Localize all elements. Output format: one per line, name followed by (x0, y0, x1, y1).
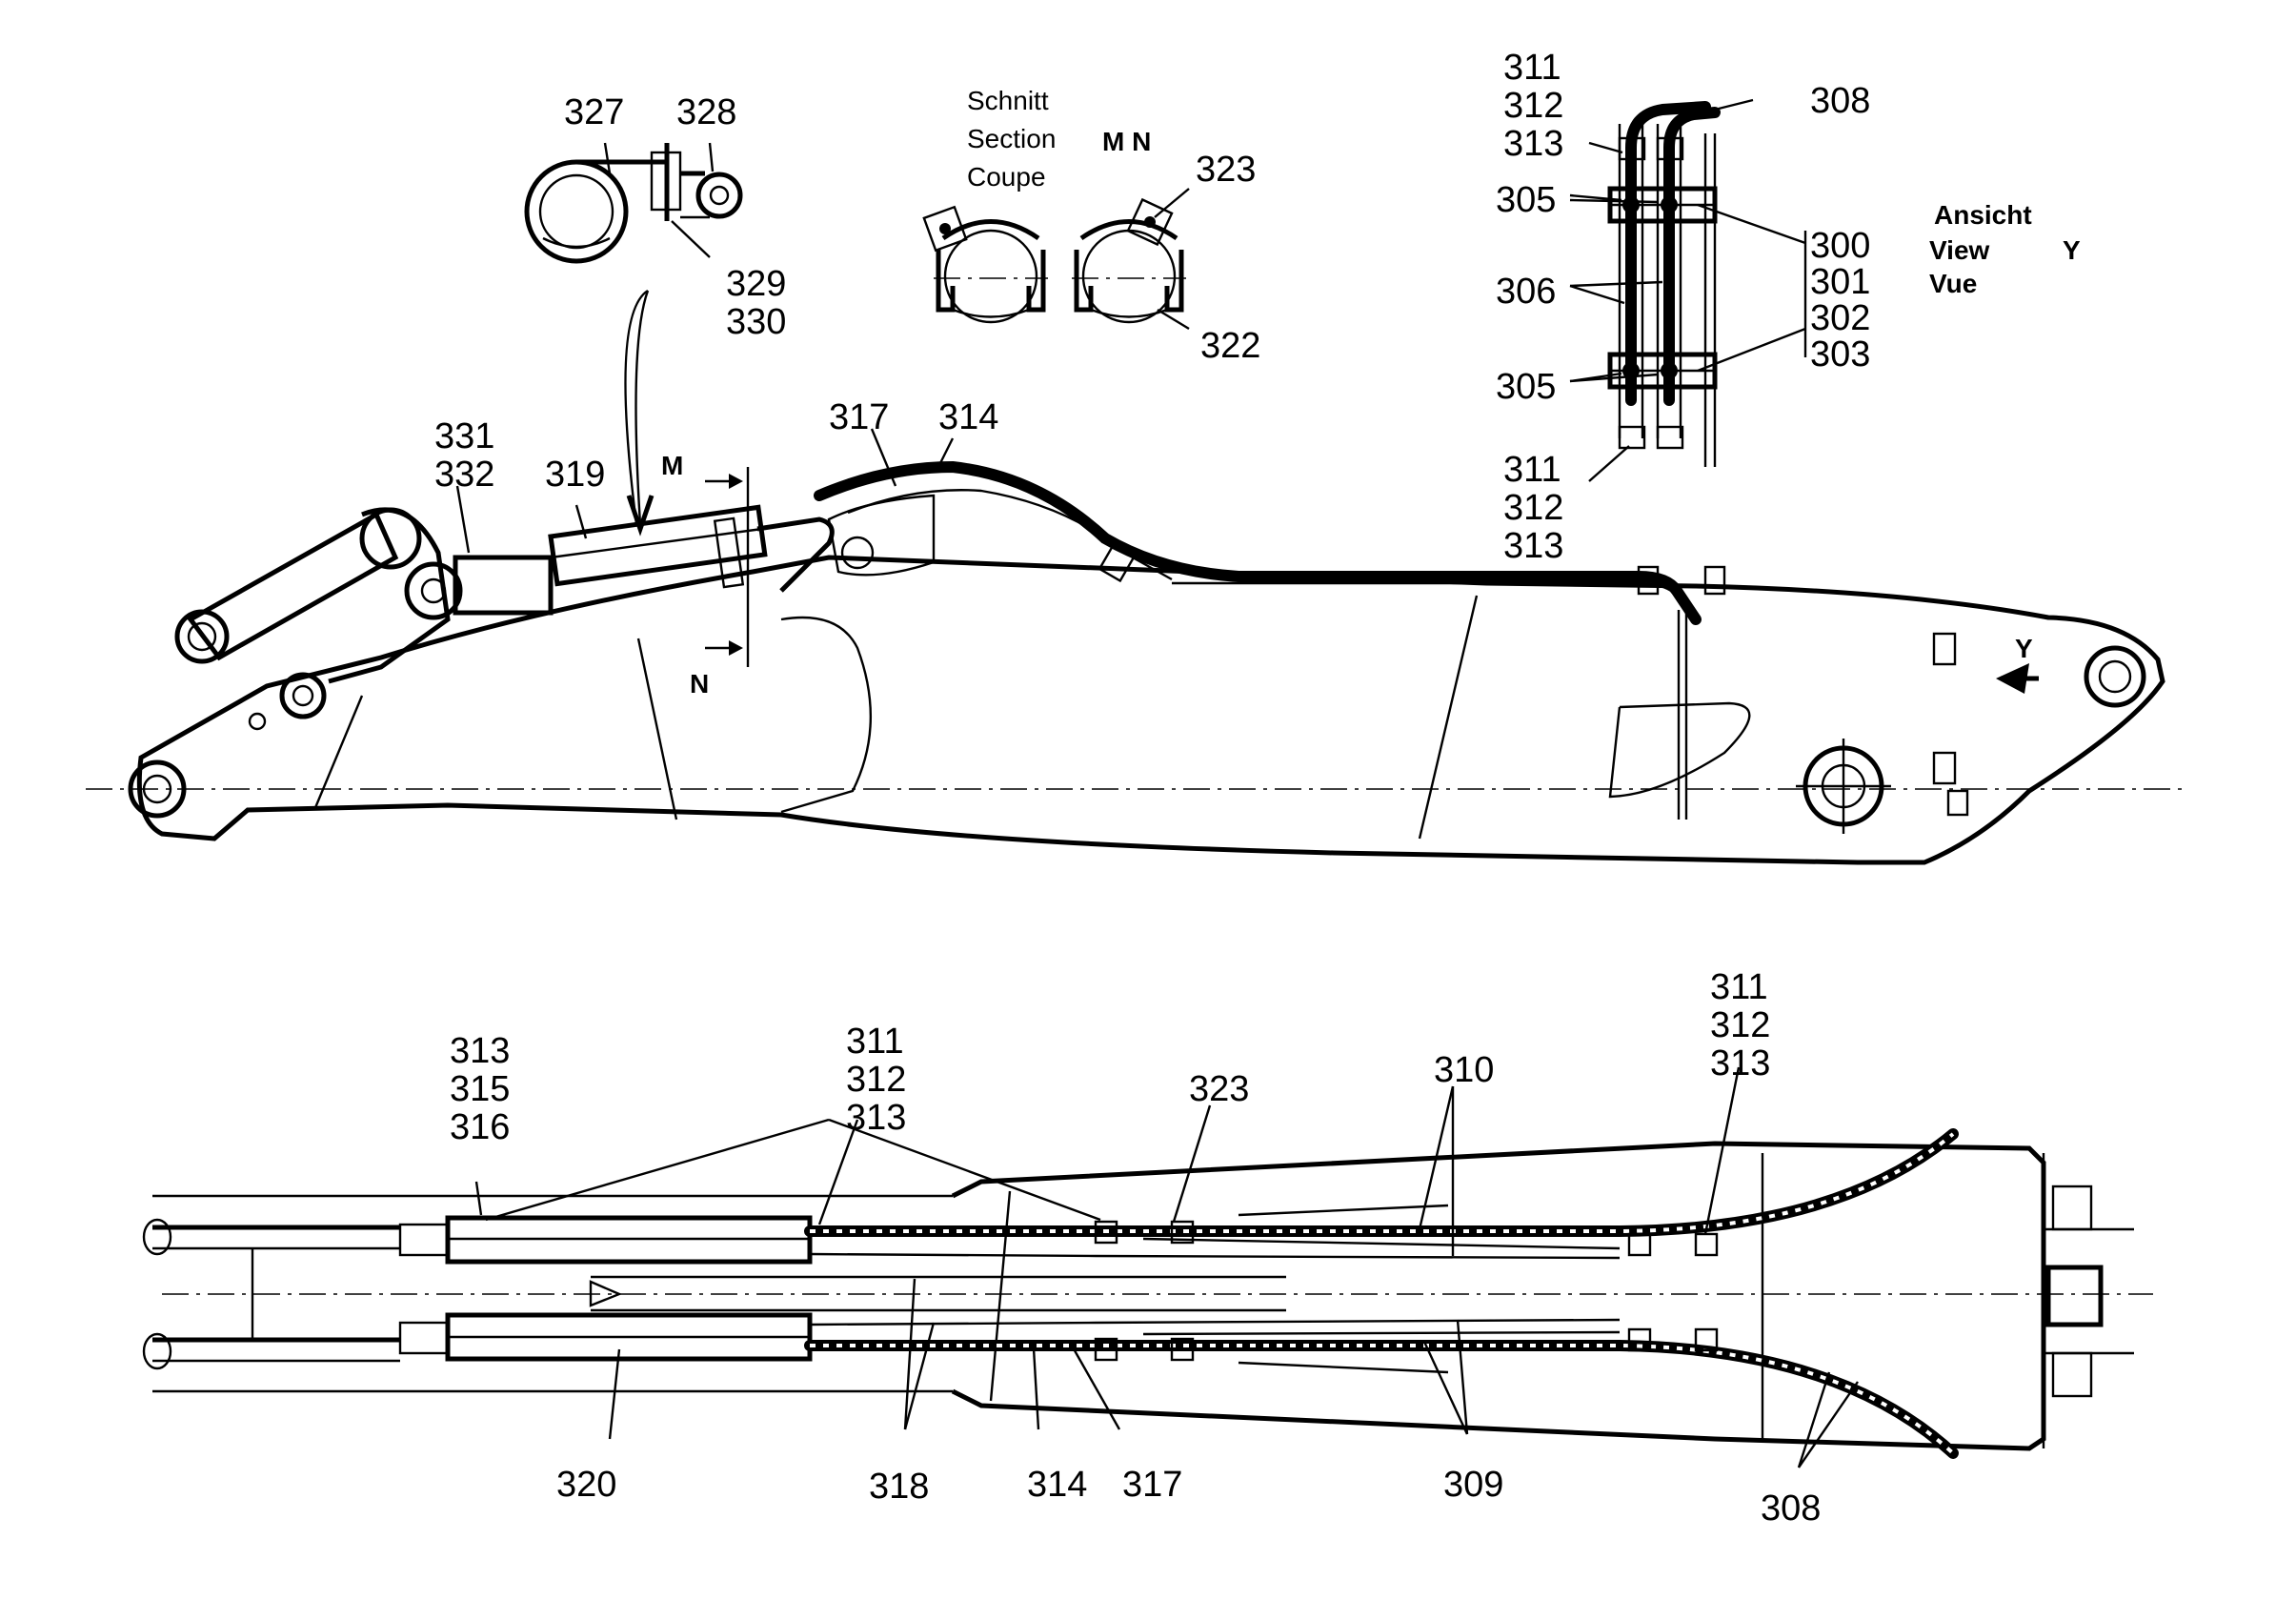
label-viewy-311-bottom: 311 (1503, 450, 1561, 490)
section-letters: M N (1102, 127, 1151, 156)
label-plan-318: 318 (869, 1467, 929, 1507)
label-plan-317: 317 (1122, 1465, 1182, 1505)
label-plan-311-mid: 311 (846, 1022, 904, 1062)
label-viewy-313-top: 313 (1503, 124, 1563, 164)
label-314-side: 314 (938, 397, 998, 437)
label-viewy-313-bottom: 313 (1503, 526, 1563, 566)
label-viewy-312-bottom: 312 (1503, 488, 1563, 528)
label-plan-313-left: 313 (450, 1031, 510, 1071)
label-328: 328 (676, 92, 736, 132)
view-y-detail (1569, 98, 1807, 482)
label-327: 327 (564, 92, 624, 132)
label-300: 300 (1810, 226, 1870, 266)
label-plan-312-mid: 312 (846, 1060, 906, 1100)
label-319: 319 (545, 455, 605, 495)
label-plan-310: 310 (1434, 1050, 1494, 1090)
label-322: 322 (1200, 326, 1260, 366)
boom-plan-view (142, 1066, 2153, 1468)
section-line-1: Schnitt (967, 86, 1049, 115)
label-301: 301 (1810, 262, 1870, 302)
section-heading: Schnitt Section Coupe M N (967, 86, 1151, 192)
section-line-2: Section (967, 124, 1056, 153)
section-line-3: Coupe (967, 162, 1046, 192)
view-line-3: Vue (1929, 269, 1977, 298)
label-plan-311-right: 311 (1710, 967, 1768, 1007)
label-plan-323: 323 (1189, 1069, 1249, 1109)
label-plan-313-mid: 313 (846, 1098, 906, 1138)
label-plan-309: 309 (1443, 1465, 1503, 1505)
view-y-heading: Ansicht View Vue Y (1929, 200, 2081, 298)
label-323-section: 323 (1196, 150, 1256, 190)
label-viewy-311-top: 311 (1503, 48, 1561, 88)
label-viewy-306: 306 (1496, 272, 1556, 312)
label-330: 330 (726, 302, 786, 342)
view-line-2: View (1929, 235, 1990, 265)
label-plan-308: 308 (1761, 1488, 1821, 1529)
boom-side-view (86, 428, 2182, 865)
view-line-1: Ansicht (1934, 200, 2032, 230)
label-viewy-308: 308 (1810, 81, 1870, 121)
view-letter: Y (2063, 235, 2081, 265)
section-clamp-views (922, 188, 1190, 331)
label-viewy-305-upper: 305 (1496, 180, 1556, 220)
label-plan-316: 316 (450, 1107, 510, 1147)
label-plan-313-right: 313 (1710, 1043, 1770, 1083)
cut-mark-n: N (690, 669, 709, 699)
label-329: 329 (726, 264, 786, 304)
label-303: 303 (1810, 334, 1870, 375)
label-plan-320: 320 (556, 1465, 616, 1505)
label-302: 302 (1810, 298, 1870, 338)
label-331: 331 (434, 416, 494, 456)
label-plan-315: 315 (450, 1069, 510, 1109)
label-plan-314: 314 (1027, 1465, 1087, 1505)
cut-mark-m: M (661, 451, 683, 480)
view-y-arrow-label: Y (2015, 634, 2033, 663)
label-317-side: 317 (829, 397, 889, 437)
detail-clamp-tube (524, 142, 743, 537)
label-332: 332 (434, 455, 494, 495)
label-viewy-312-top: 312 (1503, 86, 1563, 126)
label-plan-312-right: 312 (1710, 1005, 1770, 1045)
label-viewy-305-lower: 305 (1496, 367, 1556, 407)
